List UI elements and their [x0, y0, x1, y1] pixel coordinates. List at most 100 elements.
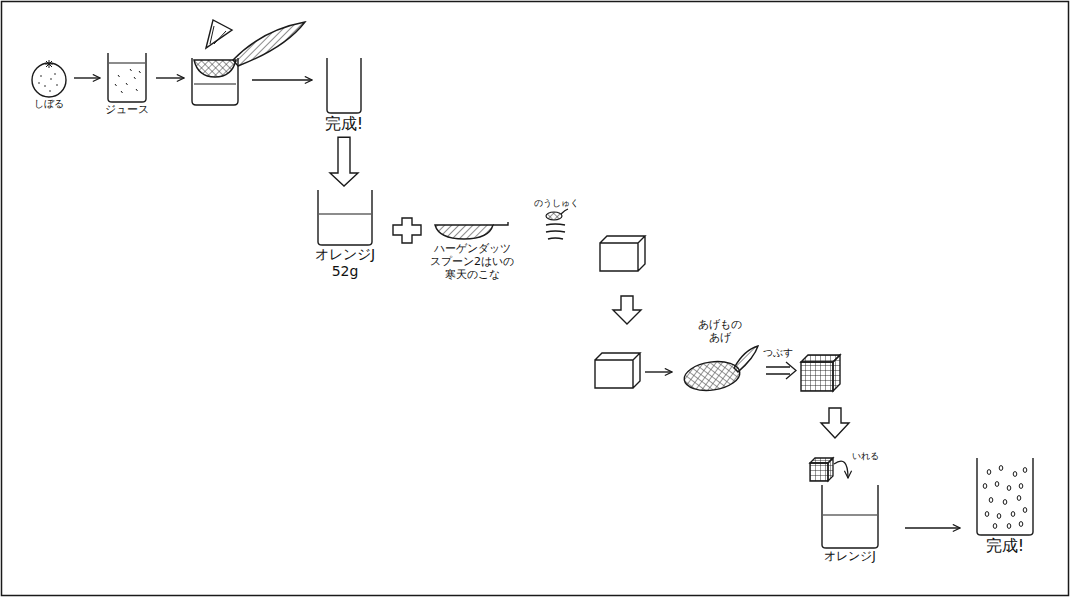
finished-glass: 完成! — [323, 58, 366, 133]
flow-arrow — [252, 79, 312, 80]
agar-piece — [1019, 522, 1023, 527]
agar-piece — [1013, 472, 1017, 477]
pulp-dot — [121, 91, 123, 93]
agar-piece — [1023, 468, 1027, 473]
orange-dot — [54, 73, 56, 75]
juice-glass: オレンジJ — [818, 485, 882, 563]
step-caption: ハーゲンダッツ スプーン2はいの 寒天のこな — [426, 242, 518, 282]
orange-stem — [45, 60, 53, 68]
orange-dot — [38, 82, 40, 84]
pulp-dot — [126, 83, 128, 85]
orange-dot — [44, 85, 46, 87]
step-caption: あげもの あげ — [695, 318, 745, 344]
node-picture — [325, 58, 363, 114]
action-label: つぶす — [763, 347, 793, 359]
reduce-pot: のうしゅく — [532, 198, 581, 245]
flow-arrow — [905, 527, 960, 528]
agar-piece — [993, 524, 997, 529]
step-caption: ジュース — [105, 103, 149, 116]
orange-dot — [50, 78, 52, 80]
pulp-dot — [118, 75, 120, 77]
liquid-line — [319, 213, 371, 214]
agar-cube — [595, 353, 640, 388]
diced-cube-side — [833, 355, 840, 391]
agar-cube — [600, 236, 645, 271]
finished-glass: 完成! — [973, 458, 1037, 555]
block-arrow — [330, 137, 358, 186]
frying-strainer: あげもの あげ — [678, 318, 762, 394]
agar-spoon: ハーゲンダッツ スプーン2はいの 寒天のこな — [424, 222, 520, 282]
agar-piece — [1011, 512, 1015, 517]
step-caption: しぼる — [34, 98, 64, 110]
step-caption: のうしゅく — [534, 198, 579, 209]
agar-piece — [983, 484, 987, 489]
down-arrow — [613, 296, 641, 324]
pulp-dot — [136, 89, 138, 91]
ladle — [546, 212, 562, 220]
orange-fruit — [32, 63, 66, 97]
juice-glass: ジュース — [103, 53, 151, 116]
spoon-rim — [493, 222, 508, 225]
flow-arrow — [645, 371, 672, 372]
agar-piece — [995, 482, 999, 487]
node-picture — [820, 485, 880, 549]
orange-step: しぼる — [27, 58, 71, 110]
glass-outline — [822, 485, 878, 548]
node-picture — [316, 190, 374, 246]
spoon-bowl — [435, 225, 493, 239]
plus-sign — [393, 218, 421, 243]
orange-dot — [40, 75, 42, 77]
action-label: いれる — [852, 451, 879, 462]
flow-arrow — [156, 77, 184, 78]
node-picture — [433, 222, 511, 242]
agar-piece — [1007, 486, 1011, 491]
glass-outline — [318, 190, 372, 245]
step-caption: 完成! — [986, 536, 1024, 555]
glass-outline — [977, 458, 1033, 535]
glass-outline — [108, 53, 146, 102]
strainer-handle — [233, 22, 305, 66]
node-picture — [680, 344, 760, 394]
agar-piece — [1017, 496, 1021, 501]
orange-dot — [49, 90, 51, 92]
double-arrow — [766, 367, 790, 374]
agar-piece — [997, 514, 1001, 519]
node-picture — [543, 209, 569, 245]
ladle-handle — [561, 209, 568, 214]
juice-measure: オレンジJ 52g — [308, 190, 382, 280]
step-caption: オレンジJ 52g — [310, 246, 380, 280]
glass-outline — [327, 58, 361, 113]
pulp-dot — [130, 69, 132, 71]
orange-slice-lines — [210, 26, 226, 44]
agar-piece — [989, 498, 993, 503]
pulp-dot — [115, 84, 117, 86]
liquid-line — [109, 62, 145, 63]
stove-lines — [546, 224, 565, 239]
down-arrow — [821, 408, 849, 438]
liquid-line — [194, 83, 236, 84]
step-caption: オレンジJ — [824, 549, 876, 563]
orange-slice — [206, 20, 232, 48]
curved-arrow — [834, 461, 848, 478]
flow-arrow — [74, 77, 100, 78]
strainer — [194, 60, 236, 77]
diced-cube — [810, 463, 828, 481]
agar-piece — [1003, 500, 1007, 505]
agar-piece — [985, 512, 989, 517]
glass — [192, 58, 238, 105]
agar-piece — [999, 466, 1003, 471]
diced-cube — [801, 362, 833, 391]
liquid-line — [823, 514, 877, 515]
agar-piece — [1019, 484, 1023, 489]
diced-cube-side — [828, 458, 833, 481]
agar-piece — [1007, 524, 1011, 529]
double-arrow-head — [786, 362, 796, 379]
pulp-dot — [134, 77, 136, 79]
agar-piece — [987, 470, 991, 475]
orange-dot — [56, 84, 58, 86]
pulp-dot — [139, 71, 141, 73]
